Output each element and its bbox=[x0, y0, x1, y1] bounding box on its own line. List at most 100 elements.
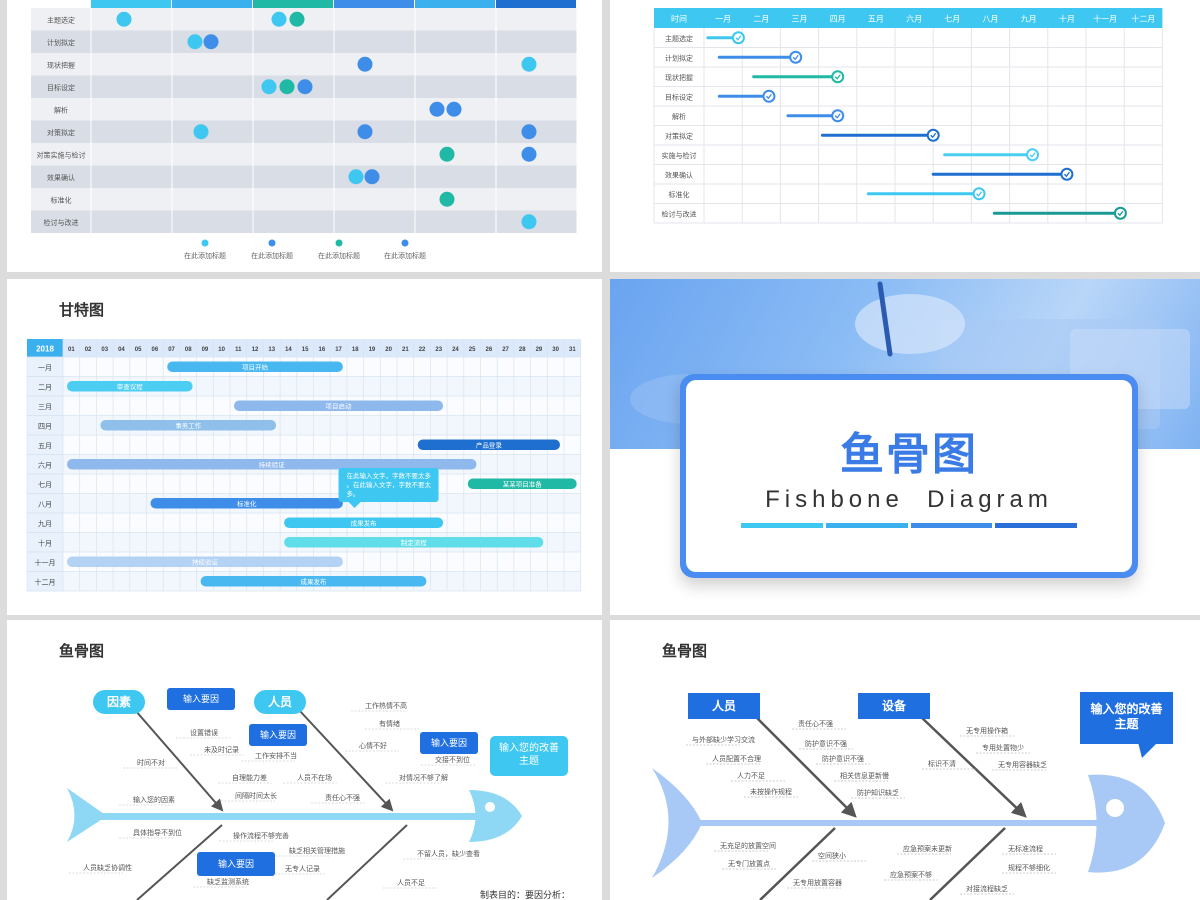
task-dot bbox=[348, 169, 364, 185]
milestone-marker bbox=[831, 109, 845, 123]
cause-label: 无充足的放置空间 bbox=[720, 841, 776, 850]
input-cause-box-2[interactable]: 输入要因 bbox=[249, 724, 307, 746]
cause-label: 操作流程不够完善 bbox=[233, 831, 289, 840]
input-cause-box-3[interactable]: 输入要因 bbox=[420, 732, 478, 754]
gantt-bar bbox=[167, 361, 343, 372]
milestone-marker bbox=[831, 70, 845, 84]
fish-head-topic[interactable]: 输入您的改善主题 bbox=[1080, 692, 1173, 744]
input-cause-box-4[interactable]: 输入要因 bbox=[197, 852, 275, 876]
day-label: 15 bbox=[302, 347, 309, 353]
column-header bbox=[253, 0, 333, 8]
matrix-row bbox=[31, 188, 577, 211]
day-label: 25 bbox=[469, 347, 476, 353]
task-dot bbox=[289, 11, 305, 27]
cause-label: 人员配置不合理 bbox=[712, 754, 761, 763]
day-label: 10 bbox=[218, 347, 225, 353]
column-header bbox=[91, 0, 171, 8]
row-label: 目标设定 bbox=[665, 92, 693, 101]
row-label: 目标设定 bbox=[47, 83, 75, 92]
cause-label: 有情绪 bbox=[379, 719, 400, 728]
row-label: 对策实施与检讨 bbox=[37, 150, 86, 159]
milestone-marker bbox=[1026, 148, 1040, 162]
header-cell: 八月 bbox=[983, 15, 999, 24]
callout-text: 多。 bbox=[347, 489, 360, 498]
cause-label: 无专门放置点 bbox=[728, 859, 770, 868]
slide-monthly-gantt[interactable]: 时间一月二月三月四月五月六月七月八月九月十月十一月十二月主题选定计划拟定现状把握… bbox=[610, 0, 1200, 272]
task-dot bbox=[193, 124, 209, 140]
check-icon bbox=[976, 191, 983, 197]
cause-label: 缺乏相关管理措施 bbox=[289, 846, 345, 855]
cause-label: 相关信息更新慢 bbox=[840, 771, 889, 780]
day-label: 31 bbox=[569, 347, 576, 353]
check-icon bbox=[930, 132, 937, 139]
matrix-row bbox=[31, 165, 577, 188]
gantt-bar bbox=[417, 439, 560, 450]
cause-label: 空间狭小 bbox=[818, 851, 846, 860]
milestone-marker bbox=[731, 31, 745, 45]
legend-dot bbox=[401, 239, 409, 247]
slide-fishbone-2[interactable]: 鱼骨图 责任心不强与外部缺少学习交流防护意识不强人员配置不合理防护意识不强人力不… bbox=[610, 620, 1200, 900]
fish-head bbox=[469, 790, 522, 842]
task-dot bbox=[521, 124, 537, 140]
callout-text: 。在此输入文字，字数不要太 bbox=[347, 480, 432, 489]
cause-label: 防护知识缺乏 bbox=[857, 788, 899, 797]
day-label: 02 bbox=[85, 347, 92, 353]
cause-label: 人力不足 bbox=[737, 771, 765, 780]
task-dot bbox=[446, 101, 462, 117]
row-label: 检讨与改进 bbox=[662, 209, 697, 218]
cause-label: 无专人记录 bbox=[285, 864, 320, 873]
gantt-bar bbox=[467, 478, 577, 489]
day-label: 14 bbox=[285, 347, 292, 353]
slide-fishbone-cover[interactable]: 鱼骨图 Fishbone Diagram bbox=[610, 279, 1200, 615]
day-label: 17 bbox=[335, 347, 342, 353]
slide-title: 鱼骨图 bbox=[59, 643, 105, 660]
day-label: 05 bbox=[135, 347, 142, 353]
task-dot bbox=[357, 56, 373, 72]
milestone-marker bbox=[972, 187, 986, 201]
milestone-marker bbox=[1113, 206, 1127, 220]
matrix-row bbox=[31, 120, 577, 143]
fish-spine bbox=[97, 813, 477, 820]
cause-label: 未及时记录 bbox=[204, 745, 239, 754]
cause-label: 防护意识不强 bbox=[805, 739, 847, 748]
slide-title: 甘特图 bbox=[59, 302, 105, 319]
column-header bbox=[496, 0, 576, 8]
day-label: 01 bbox=[68, 347, 75, 353]
cause-label: 具体指导不到位 bbox=[133, 828, 182, 837]
legend-label: 在此添加标题 bbox=[184, 251, 226, 260]
input-cause-box-1[interactable]: 输入要因 bbox=[167, 688, 235, 710]
cause-label: 交接不到位 bbox=[435, 755, 470, 764]
slide-fishbone-1[interactable]: 鱼骨图 设置错误未及时记录时间不对自理能力差工作安排不当间隔时间太长输入您的因素… bbox=[7, 620, 602, 900]
cover-title-cn: 鱼骨图 bbox=[840, 430, 978, 479]
cause-label: 与外部缺少学习交流 bbox=[692, 735, 755, 744]
category-box-people: 人员 bbox=[688, 693, 760, 719]
day-label: 08 bbox=[185, 347, 192, 353]
slide-task-dot-matrix[interactable]: 主题选定计划拟定现状把握目标设定解析对策拟定对策实施与检讨效果确认标准化检讨与改… bbox=[7, 0, 602, 272]
cause-label: 工作热情不高 bbox=[365, 701, 407, 710]
row-label: 现状把握 bbox=[47, 60, 75, 69]
cause-label: 专用处置物少 bbox=[982, 743, 1024, 752]
legend-label: 在此添加标题 bbox=[384, 251, 426, 260]
task-dot bbox=[429, 101, 445, 117]
month-label: 六月 bbox=[38, 460, 52, 469]
header-cell: 六月 bbox=[906, 14, 922, 24]
gantt-bar bbox=[200, 576, 427, 587]
bar-label: 成果发布 bbox=[301, 577, 328, 586]
milestone-marker bbox=[1060, 167, 1074, 181]
month-label: 二月 bbox=[38, 383, 52, 391]
cause-label: 心情不好 bbox=[359, 741, 387, 750]
day-label: 24 bbox=[452, 347, 459, 353]
day-label: 13 bbox=[268, 347, 275, 353]
category-box-equipment: 设备 bbox=[858, 693, 930, 719]
month-label: 十二月 bbox=[35, 577, 56, 586]
milestone-marker bbox=[762, 89, 776, 103]
day-label: 11 bbox=[235, 347, 242, 353]
gantt-bar bbox=[67, 459, 477, 470]
task-dot bbox=[187, 34, 203, 50]
bar-label: 项目启动 bbox=[326, 402, 353, 411]
matrix-row bbox=[31, 210, 577, 233]
fish-head-topic[interactable]: 输入您的改善主题 bbox=[490, 736, 568, 776]
year-cell bbox=[27, 339, 63, 357]
